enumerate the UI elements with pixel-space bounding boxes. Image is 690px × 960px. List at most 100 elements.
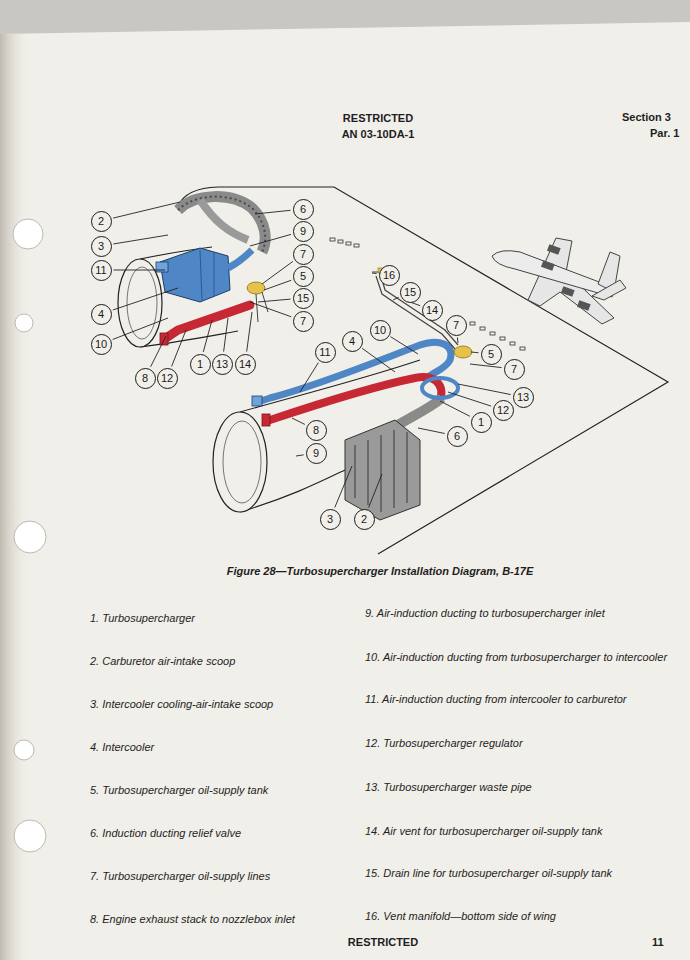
- document-number: AN 03-10DA-1: [342, 127, 415, 141]
- callout-circle: 10: [370, 320, 391, 341]
- leader-line: [151, 336, 166, 367]
- leader-line: [372, 273, 377, 275]
- callout-circle: 12: [157, 368, 178, 389]
- callout-circle: 2: [354, 509, 375, 530]
- callout-circle: 5: [481, 344, 502, 365]
- security-marking: RESTRICTED: [343, 111, 413, 125]
- callout-circle: 4: [342, 331, 363, 352]
- callout-circle: 14: [422, 300, 443, 321]
- leader-line: [369, 474, 382, 507]
- blue-duct: [228, 250, 252, 268]
- callout-number: 15: [297, 293, 309, 304]
- leader-line: [114, 270, 166, 271]
- leader-line: [440, 401, 470, 416]
- legend-item: 12. Turbosupercharger regulator: [365, 736, 683, 750]
- intercooler: [160, 248, 230, 302]
- leader-line: [292, 418, 305, 424]
- aircraft-fuselage: [492, 251, 615, 297]
- callout-number: 7: [453, 320, 459, 331]
- induction-duct: [178, 197, 265, 252]
- panel-mark: [510, 342, 515, 345]
- leader-line: [113, 318, 168, 339]
- panel-mark: [346, 242, 351, 245]
- callout-number: 11: [95, 265, 106, 276]
- legend-item: 2. Carburetor air-intake scoop: [90, 654, 352, 668]
- callout-circle: 13: [212, 354, 233, 375]
- callout-circle: 7: [293, 244, 314, 265]
- leader-line: [113, 235, 168, 244]
- leader-line: [113, 288, 178, 310]
- duct-hatch: [178, 197, 265, 252]
- leader-line: [391, 337, 418, 354]
- callout-circle: 7: [293, 311, 314, 332]
- leader-line: [250, 234, 291, 246]
- vent-line: [376, 276, 455, 349]
- panel-mark: [330, 238, 335, 241]
- panel-mark: [490, 332, 495, 335]
- callout-circle: 3: [320, 509, 341, 530]
- induction-duct: [398, 398, 442, 425]
- leader-line: [410, 302, 420, 306]
- oil-line: [256, 292, 268, 322]
- callout-circle: 13: [513, 387, 534, 408]
- callout-number: 11: [319, 347, 330, 358]
- wing-outline: [178, 187, 668, 554]
- paper: [0, 22, 690, 960]
- legend-item: 7. Turbosupercharger oil-supply lines: [90, 869, 352, 883]
- legend-item: 6. Induction ducting relief valve: [90, 826, 352, 840]
- panel-mark: [520, 347, 525, 350]
- callout-number: 13: [216, 359, 228, 370]
- callout-number: 1: [478, 417, 484, 428]
- aircraft-silhouette: [492, 238, 626, 324]
- security-marking: RESTRICTED: [348, 935, 418, 949]
- callout-number: 3: [327, 514, 333, 525]
- callout-number: 3: [98, 241, 104, 252]
- callout-circle: 6: [447, 426, 468, 447]
- intercooler-scoops: [345, 420, 420, 520]
- callout-circle: 15: [293, 288, 314, 309]
- callout-circle: 11: [91, 260, 112, 281]
- callout-circle: 14: [235, 354, 256, 375]
- leader-line: [418, 428, 445, 433]
- callout-circle: 15: [400, 282, 421, 303]
- leader-line: [362, 348, 395, 372]
- leader-line: [335, 466, 352, 507]
- callout-circle: 7: [504, 359, 525, 380]
- legend-item: 14. Air vent for turbosupercharger oil-s…: [365, 824, 683, 838]
- aircraft-engines: [541, 244, 591, 311]
- callout-number: 14: [239, 359, 251, 370]
- leader-line: [458, 384, 511, 395]
- aircraft-engine: [547, 244, 561, 255]
- leader-line: [258, 299, 291, 302]
- legend-item: 9. Air-induction ducting to turbosuperch…: [365, 606, 683, 620]
- callout-circle: 10: [91, 334, 112, 355]
- cowl-inner: [223, 421, 261, 503]
- leader-line: [262, 261, 293, 284]
- leader-line: [393, 297, 399, 300]
- leader-line: [470, 364, 502, 368]
- leader-line: [172, 330, 186, 366]
- callout-circle: 5: [293, 266, 314, 287]
- leader-line: [296, 455, 304, 456]
- figure-caption: Figure 28—Turbosupercharger Installation…: [227, 564, 534, 578]
- callout-circle: 2: [91, 211, 112, 232]
- callout-number: 2: [98, 216, 104, 227]
- callout-number: 12: [497, 405, 509, 416]
- aircraft-engine: [577, 300, 591, 311]
- callout-number: 6: [300, 204, 306, 215]
- oil-tank: [454, 346, 472, 358]
- legend-item: 3. Intercooler cooling-air-intake scoop: [90, 697, 352, 711]
- callout-number: 4: [98, 309, 104, 320]
- legend-item: 15. Drain line for turbosupercharger oil…: [365, 866, 683, 880]
- leader-line: [224, 318, 228, 352]
- paragraph-number: Par. 1: [650, 126, 679, 140]
- callout-number: 8: [313, 425, 319, 436]
- callout-circle: 9: [293, 221, 314, 242]
- panel-mark: [500, 337, 505, 340]
- punch-hole: [14, 820, 46, 852]
- page-number: 11: [652, 935, 664, 949]
- legend-item: 8. Engine exhaust stack to nozzlebox inl…: [90, 912, 352, 926]
- callout-number: 15: [404, 287, 416, 298]
- induction-duct: [200, 200, 248, 240]
